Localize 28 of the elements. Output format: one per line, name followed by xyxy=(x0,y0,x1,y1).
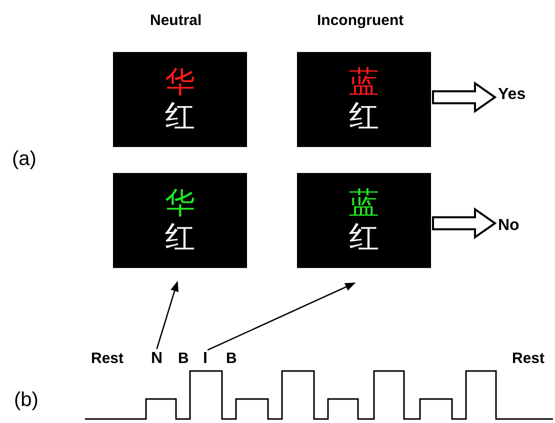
block-arrow xyxy=(432,207,497,240)
column-heading: Incongruent xyxy=(317,12,404,29)
block-arrow xyxy=(432,81,497,114)
condition-label: B xyxy=(178,350,189,367)
response-label: Yes xyxy=(498,86,526,104)
stimulus-screen xyxy=(297,173,431,268)
stimulus-screen xyxy=(113,52,247,147)
stimulus-screen xyxy=(113,173,247,268)
stimulus-screen xyxy=(297,52,431,147)
condition-label: I xyxy=(203,350,208,368)
stimulus-character: 红 xyxy=(349,220,379,254)
column-heading: Neutral xyxy=(150,12,202,29)
stimulus-character: 红 xyxy=(165,100,195,134)
stimulus-character: 华 xyxy=(165,66,195,100)
response-label: No xyxy=(498,217,520,235)
arrow xyxy=(207,282,356,351)
arrow xyxy=(156,281,179,350)
stimulus-character: 华 xyxy=(165,186,195,220)
stimulus-character: 红 xyxy=(349,100,379,134)
stimulus-character: 蓝 xyxy=(349,186,379,220)
condition-label: B xyxy=(226,350,237,367)
condition-label: Rest xyxy=(91,350,124,367)
stimulus-character: 红 xyxy=(165,220,195,254)
panel-label: (a) xyxy=(12,148,36,171)
condition-label: N xyxy=(151,350,163,368)
condition-label: Rest xyxy=(512,350,545,367)
panel-label: (b) xyxy=(14,389,38,412)
stimulus-character: 蓝 xyxy=(349,66,379,100)
